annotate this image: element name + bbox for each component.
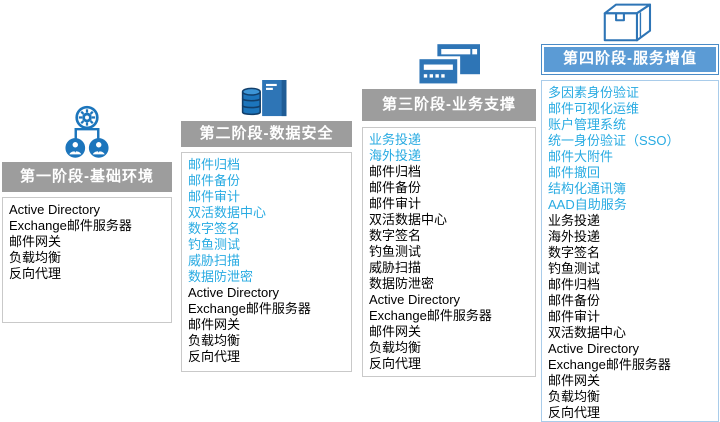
- phase4-service-list: 多因素身份验证邮件可视化运维账户管理系统统一身份验证（SSO）邮件大附件邮件撤回…: [541, 80, 719, 422]
- service-list-item: 威胁扫描: [369, 260, 422, 275]
- service-list-item: 业务投递: [369, 132, 422, 147]
- phase1-header: 第一阶段-基础环境: [2, 162, 172, 192]
- service-list-item: 海外投递: [548, 229, 601, 244]
- phase3-service-list: 业务投递海外投递邮件归档邮件备份邮件审计双活数据中心数字签名钓鱼测试威胁扫描数据…: [362, 127, 536, 377]
- service-list-item: 邮件可视化运维: [548, 101, 640, 116]
- service-list-item: 邮件审计: [369, 196, 422, 211]
- service-list-item: 邮件网关: [9, 234, 62, 249]
- service-list-item: Active Directory: [9, 202, 101, 217]
- service-list-item: 钓鱼测试: [369, 244, 422, 259]
- service-list-item: 数字签名: [369, 228, 422, 243]
- service-list-item: 邮件网关: [188, 317, 241, 332]
- phase4-header: 第四阶段-服务增值: [541, 44, 719, 75]
- service-list-item: 邮件备份: [369, 180, 422, 195]
- service-list-item: Active Directory: [548, 341, 640, 356]
- phase2-column-icon-area: [181, 80, 352, 119]
- service-list-item: 钓鱼测试: [188, 237, 241, 252]
- database-server-icon: [241, 80, 286, 117]
- service-list-item: Exchange邮件服务器: [188, 301, 311, 316]
- org-hierarchy-gear-icon: [65, 105, 109, 158]
- phase1-column-icon-area: [2, 101, 172, 160]
- service-list-item: 负载均衡: [548, 389, 601, 404]
- service-list-item: Exchange邮件服务器: [548, 357, 671, 372]
- service-list-item: 数据防泄密: [369, 276, 435, 291]
- service-list-item: 反向代理: [9, 266, 62, 281]
- service-list-item: 邮件大附件: [548, 149, 614, 164]
- service-list-item: 反向代理: [548, 405, 601, 420]
- service-list-item: 邮件归档: [548, 277, 601, 292]
- service-list-item: 数字签名: [548, 245, 601, 260]
- service-list-item: Active Directory: [369, 292, 461, 307]
- service-list-item: 邮件归档: [369, 164, 422, 179]
- package-box-icon: [603, 3, 652, 42]
- service-list-item: 邮件备份: [188, 173, 241, 188]
- service-list-item: 钓鱼测试: [548, 261, 601, 276]
- service-list-item: 邮件审计: [548, 309, 601, 324]
- service-list-item: 账户管理系统: [548, 117, 627, 132]
- service-list-item: Active Directory: [188, 285, 280, 300]
- service-list-item: 业务投递: [548, 213, 601, 228]
- phase3-header: 第三阶段-业务支撑: [362, 89, 536, 121]
- service-list-item: AAD自助服务: [548, 197, 627, 212]
- service-list-item: 负载均衡: [188, 333, 241, 348]
- service-list-item: 负载均衡: [9, 250, 62, 265]
- service-list-item: 邮件网关: [548, 373, 601, 388]
- service-list-item: Exchange邮件服务器: [9, 218, 132, 233]
- service-list-item: 反向代理: [369, 356, 422, 371]
- phase3-column-icon-area: [362, 44, 536, 87]
- service-list-item: 双活数据中心: [369, 212, 448, 227]
- service-list-item: 邮件审计: [188, 189, 241, 204]
- service-list-item: Exchange邮件服务器: [369, 308, 492, 323]
- service-list-item: 数据防泄密: [188, 269, 254, 284]
- service-list-item: 统一身份验证（SSO）: [548, 133, 680, 148]
- service-list-item: 威胁扫描: [188, 253, 241, 268]
- service-list-item: 数字签名: [188, 221, 241, 236]
- service-list-item: 邮件撤回: [548, 165, 601, 180]
- service-list-item: 多因素身份验证: [548, 85, 640, 100]
- service-list-item: 邮件归档: [188, 157, 241, 172]
- service-list-item: 结构化通讯簿: [548, 181, 627, 196]
- phase2-header: 第二阶段-数据安全: [181, 121, 352, 147]
- service-list-item: 海外投递: [369, 148, 422, 163]
- service-list-item: 邮件网关: [369, 324, 422, 339]
- service-list-item: 负载均衡: [369, 340, 422, 355]
- service-list-item: 邮件备份: [548, 293, 601, 308]
- service-list-item: 反向代理: [188, 349, 241, 364]
- phase4-column-icon-area: [541, 2, 719, 42]
- service-list-item: 双活数据中心: [188, 205, 267, 220]
- service-list-item: 双活数据中心: [548, 325, 627, 340]
- business-cards-icon: [418, 44, 480, 87]
